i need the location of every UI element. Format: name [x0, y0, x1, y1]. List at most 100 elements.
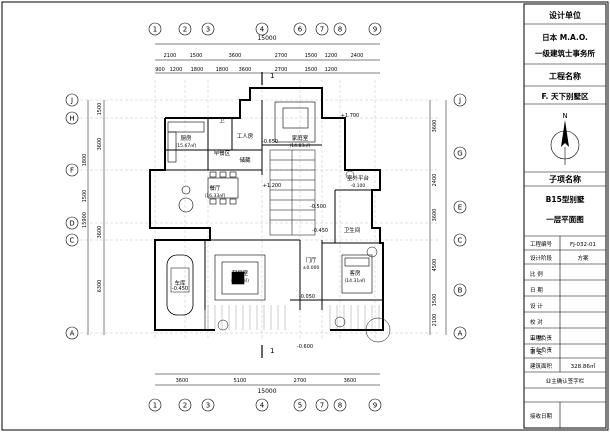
dining-table — [207, 171, 239, 205]
axis-label: A — [458, 330, 463, 338]
level-label: -0.050 — [299, 294, 315, 300]
subitem-label: 子项名称 — [549, 174, 581, 184]
dimension-text: 2400 — [351, 53, 364, 59]
designer-label: 设计阶段 — [530, 254, 553, 262]
axis-label: 7 — [320, 402, 324, 410]
project-name: F. 天下别墅区 — [542, 91, 589, 101]
axis-circle — [453, 233, 467, 247]
axis-circle — [453, 93, 467, 107]
axis-circle — [315, 398, 329, 412]
bottom-dimension-lines — [155, 373, 380, 386]
dimension-text: 6300 — [97, 280, 103, 293]
axis-circle — [65, 111, 79, 125]
axis-label: 4 — [260, 402, 265, 410]
dimension-text: 1800 — [216, 67, 229, 73]
axis-circle — [453, 283, 467, 297]
receipt-date: 接收日期 — [530, 412, 553, 420]
axis-circle — [148, 398, 162, 412]
room-area: -0.100 — [351, 183, 366, 189]
axis-label: 2 — [183, 26, 187, 34]
title-row-label: 比 例 — [530, 270, 543, 278]
dimension-text: 1500 — [82, 190, 88, 203]
axis-circle — [293, 22, 307, 36]
title-row-label: 工程负责 — [530, 334, 553, 342]
family-room-furniture — [274, 101, 316, 143]
dimension-text: 2100 — [432, 314, 438, 327]
dimension-text: 1200 — [325, 53, 338, 59]
company-line1: 日本 M.A.O. — [542, 32, 588, 42]
overall-width-bottom: 15000 — [257, 388, 276, 395]
axis-label: 9 — [373, 402, 377, 410]
drawing-no: FJ-032-01 — [570, 242, 596, 248]
axis-label: 8 — [338, 402, 342, 410]
dimension-text: 3600 — [229, 53, 242, 59]
project-name-label: 工程名称 — [549, 71, 581, 81]
axis-circle — [65, 233, 79, 247]
axis-label: 4 — [260, 26, 265, 34]
dimension-text: 3600 — [432, 120, 438, 133]
axis-circle — [368, 398, 382, 412]
dimension-text: 1500 — [305, 67, 318, 73]
title-row-label: 审 定 — [530, 348, 543, 356]
company-line2: 一级建筑士事务所 — [535, 48, 595, 58]
area-value: 328.86㎡ — [571, 362, 596, 370]
axis-circle — [333, 22, 347, 36]
kitchen-fixtures — [167, 121, 205, 163]
right-dimension-lines — [429, 100, 447, 335]
designer-value: 方案 — [577, 254, 589, 262]
axis-label: F — [70, 167, 74, 175]
axis-circle — [65, 326, 79, 340]
axis-label: 3 — [206, 402, 210, 410]
axis-label: 6 — [298, 26, 303, 34]
axis-circle — [453, 326, 467, 340]
axis-label: J — [70, 97, 73, 105]
dimension-text: 3600 — [432, 209, 438, 222]
dimension-text: 3600 — [239, 67, 252, 73]
room-labels: 厨房(15.67㎡)工人房卫储藏早餐区家庭室(14.83㎡)餐厅(16.33㎡)… — [174, 117, 369, 287]
room-name: 客房 — [349, 269, 361, 277]
dimension-text: 5100 — [234, 378, 247, 384]
section-mark-top: 1 — [270, 72, 274, 80]
garage — [154, 239, 206, 331]
room-name: 车库 — [174, 279, 186, 287]
top-dimension-lines — [155, 43, 380, 74]
overall-width-top: 15000 — [257, 35, 276, 42]
axis-label: 9 — [373, 26, 377, 34]
axis-circle — [65, 163, 79, 177]
title-row-label: 审 核 — [530, 334, 543, 342]
dimension-text: 4500 — [432, 259, 438, 272]
room-name: 卫 — [219, 117, 225, 124]
room-area: (26.8㎡) — [231, 277, 249, 284]
dimension-text: 1500 — [305, 53, 318, 59]
axis-circle — [453, 200, 467, 214]
axis-label: E — [458, 204, 462, 212]
room-name: 早餐区 — [214, 149, 231, 157]
dimension-text: 2700 — [275, 53, 288, 59]
axis-circle — [178, 22, 192, 36]
room-name: 家庭室 — [292, 134, 309, 142]
axis-circle — [293, 398, 307, 412]
axis-label: J — [458, 97, 461, 105]
left-dimension-lines — [87, 100, 105, 335]
axis-label: B — [458, 287, 463, 295]
dimension-text: 15900 — [82, 212, 88, 228]
plant-icons — [217, 170, 391, 343]
title-row-label: 设 计 — [530, 302, 543, 310]
dimension-text: 3600 — [97, 226, 103, 239]
axis-label: C — [458, 237, 463, 245]
car-icon — [166, 254, 194, 316]
breakfast-table — [178, 185, 194, 213]
title-row-label: 专业负责 — [530, 346, 553, 354]
axis-label: 7 — [320, 26, 324, 34]
room-area: (14.83㎡) — [290, 142, 311, 149]
dimension-text: 900 — [155, 67, 165, 73]
dimension-text: 2700 — [275, 67, 288, 73]
section-mark-bottom: 1 — [270, 347, 274, 355]
owner-confirm: 业主确认签字栏 — [546, 377, 585, 385]
